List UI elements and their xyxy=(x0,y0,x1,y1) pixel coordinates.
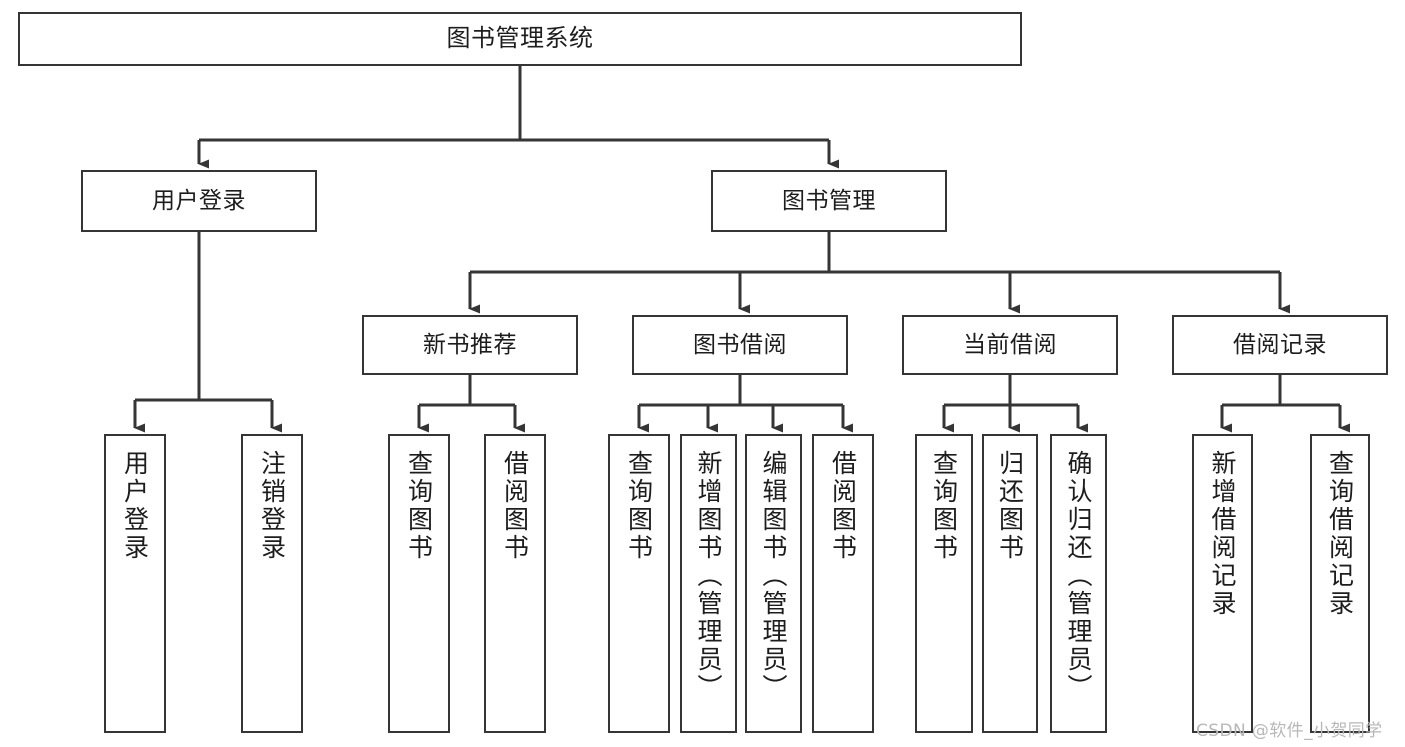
node-borrow-record[interactable]: 借阅记录 xyxy=(1172,315,1388,375)
node-label: 图书借阅 xyxy=(693,331,787,358)
node-leaf-add-book[interactable]: 新增图书（管理员） xyxy=(680,434,737,733)
node-leaf-confirm-return[interactable]: 确认归还（管理员） xyxy=(1050,434,1107,733)
node-label: 查询图书 xyxy=(404,450,434,562)
node-current-borrow[interactable]: 当前借阅 xyxy=(902,315,1118,375)
node-label: 注销登录 xyxy=(257,450,287,562)
node-label: 借阅记录 xyxy=(1233,331,1327,358)
node-leaf-query-book-3[interactable]: 查询图书 xyxy=(915,434,973,733)
node-book-borrow[interactable]: 图书借阅 xyxy=(632,315,848,375)
node-leaf-borrow-book-2[interactable]: 借阅图书 xyxy=(812,434,874,733)
node-label: 确认归还（管理员） xyxy=(1064,450,1093,702)
node-label: 查询借阅记录 xyxy=(1325,450,1355,618)
node-label: 编辑图书（管理员） xyxy=(759,450,788,702)
node-leaf-return-book[interactable]: 归还图书 xyxy=(982,434,1038,733)
node-leaf-user-login[interactable]: 用户登录 xyxy=(104,434,166,733)
conn-record-to-leaves xyxy=(1220,375,1350,433)
node-leaf-query-book-1[interactable]: 查询图书 xyxy=(388,434,450,733)
node-label: 图书管理 xyxy=(782,187,876,214)
node-leaf-user-logout[interactable]: 注销登录 xyxy=(241,434,303,733)
conn-userlogin-to-leaves xyxy=(133,232,282,433)
node-label: 新书推荐 xyxy=(423,331,517,358)
node-book-manage[interactable]: 图书管理 xyxy=(711,170,947,232)
node-label: 归还图书 xyxy=(995,450,1025,562)
node-label: 用户登录 xyxy=(120,450,150,562)
node-leaf-edit-book[interactable]: 编辑图书（管理员） xyxy=(745,434,802,733)
node-label: 查询图书 xyxy=(624,450,654,562)
node-leaf-add-record[interactable]: 新增借阅记录 xyxy=(1192,434,1253,733)
node-label: 当前借阅 xyxy=(963,331,1057,358)
node-label: 用户登录 xyxy=(152,187,246,214)
conn-root-to-level2 xyxy=(197,66,839,169)
node-leaf-query-book-2[interactable]: 查询图书 xyxy=(608,434,670,733)
node-label: 借阅图书 xyxy=(500,450,530,562)
node-label: 新增图书（管理员） xyxy=(694,450,723,702)
node-label: 查询图书 xyxy=(929,450,959,562)
node-new-book-recommend[interactable]: 新书推荐 xyxy=(362,315,578,375)
node-root[interactable]: 图书管理系统 xyxy=(18,12,1022,66)
node-leaf-borrow-book-1[interactable]: 借阅图书 xyxy=(484,434,546,733)
conn-recommend-to-leaves xyxy=(417,375,525,433)
node-label: 图书管理系统 xyxy=(446,24,594,53)
conn-bookmanage-to-level3 xyxy=(468,232,1290,314)
node-leaf-query-record[interactable]: 查询借阅记录 xyxy=(1310,434,1370,733)
node-user-login[interactable]: 用户登录 xyxy=(81,170,317,232)
node-label: 新增借阅记录 xyxy=(1208,450,1237,618)
conn-borrow-to-leaves xyxy=(637,375,853,433)
node-label: 借阅图书 xyxy=(828,450,858,562)
conn-current-to-leaves xyxy=(942,375,1088,433)
